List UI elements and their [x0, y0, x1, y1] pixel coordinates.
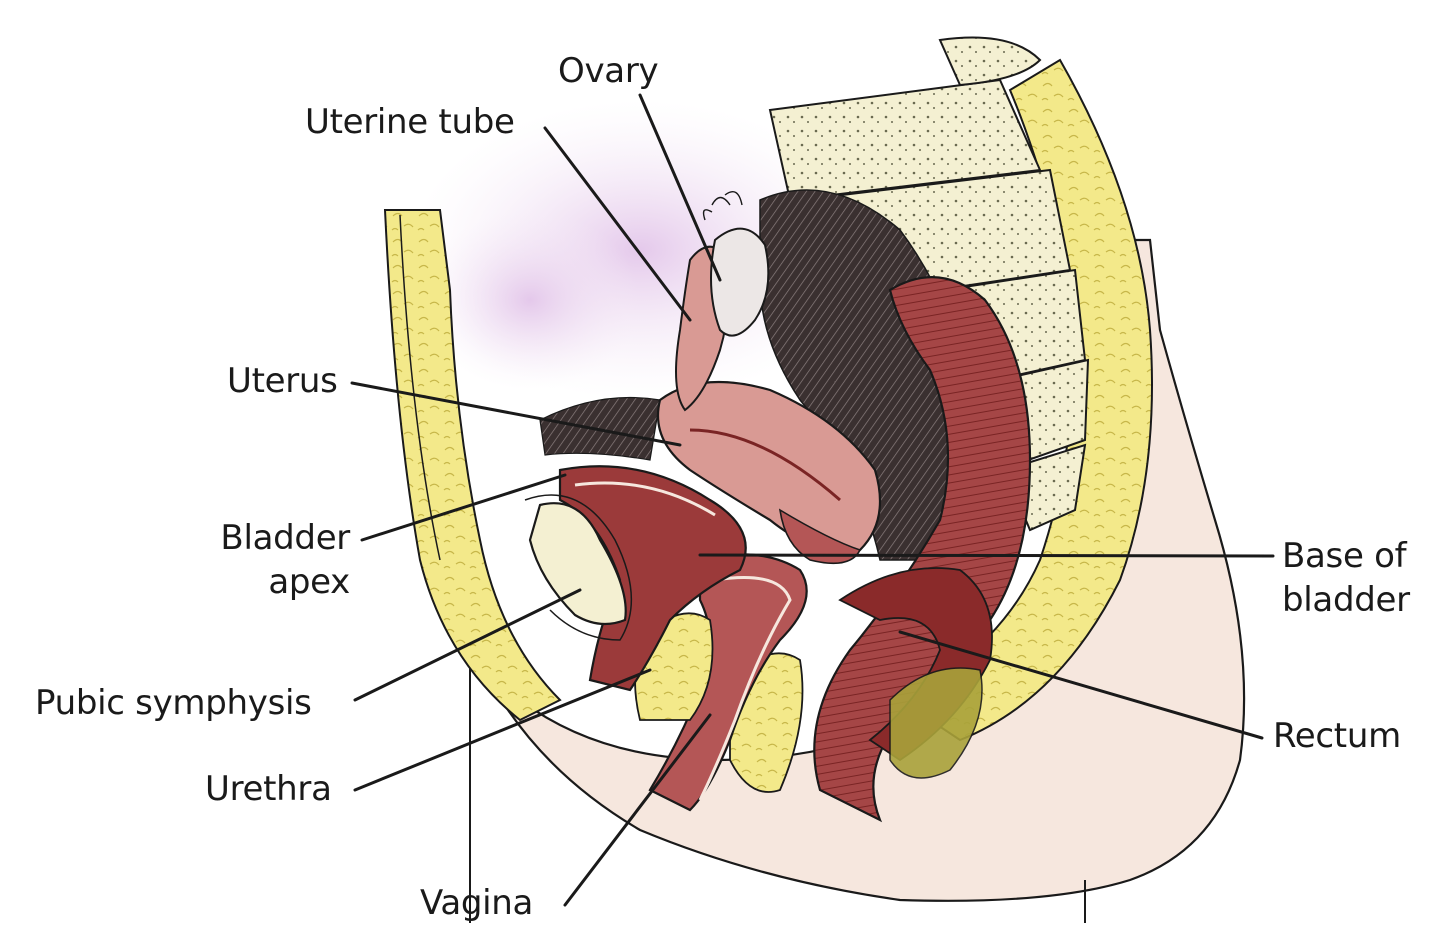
label-urethra: Urethra — [205, 769, 332, 809]
cavity-glow-left — [420, 210, 640, 390]
label-ovary: Ovary — [558, 51, 659, 91]
anterior-wall-line — [399, 214, 441, 561]
anterior-wall-fat — [383, 209, 562, 722]
pubic-symphysis-shape — [528, 502, 627, 626]
fimbriae — [702, 191, 743, 221]
leader-ovary — [638, 93, 722, 282]
label-pubic-symphysis: Pubic symphysis — [35, 683, 312, 723]
leader-bladder-apex — [360, 473, 567, 542]
bladder-inner — [574, 481, 716, 517]
pubic-outline — [524, 494, 633, 641]
label-uterine-tube: Uterine tube — [305, 102, 515, 142]
label-bladder-apex-line2: apex — [268, 562, 350, 602]
label-base-of-bladder-line2: bladder — [1282, 580, 1410, 620]
label-vagina: Vagina — [420, 883, 534, 923]
label-rectum: Rectum — [1273, 716, 1401, 756]
leader-uterine-tube — [543, 126, 692, 322]
leader-uterus — [350, 381, 682, 447]
leader-lines — [350, 93, 1275, 907]
uterus-cavity — [689, 428, 841, 502]
label-base-of-bladder-line1: Base of — [1282, 536, 1407, 576]
leader-vagina — [563, 713, 712, 907]
label-uterus: Uterus — [227, 361, 338, 401]
ovary-shape — [710, 227, 770, 337]
leader-rectum — [898, 630, 1264, 740]
leader-urethra — [353, 668, 652, 792]
rectum-shape — [813, 276, 1032, 823]
vagina-lumen — [698, 576, 792, 801]
leader-pubic-symphysis — [353, 588, 582, 702]
rectum-green — [889, 667, 983, 779]
leader-base-of-bladder — [698, 553, 1275, 558]
cervix — [778, 508, 862, 565]
label-bladder-apex-line1: Bladder — [220, 518, 350, 558]
